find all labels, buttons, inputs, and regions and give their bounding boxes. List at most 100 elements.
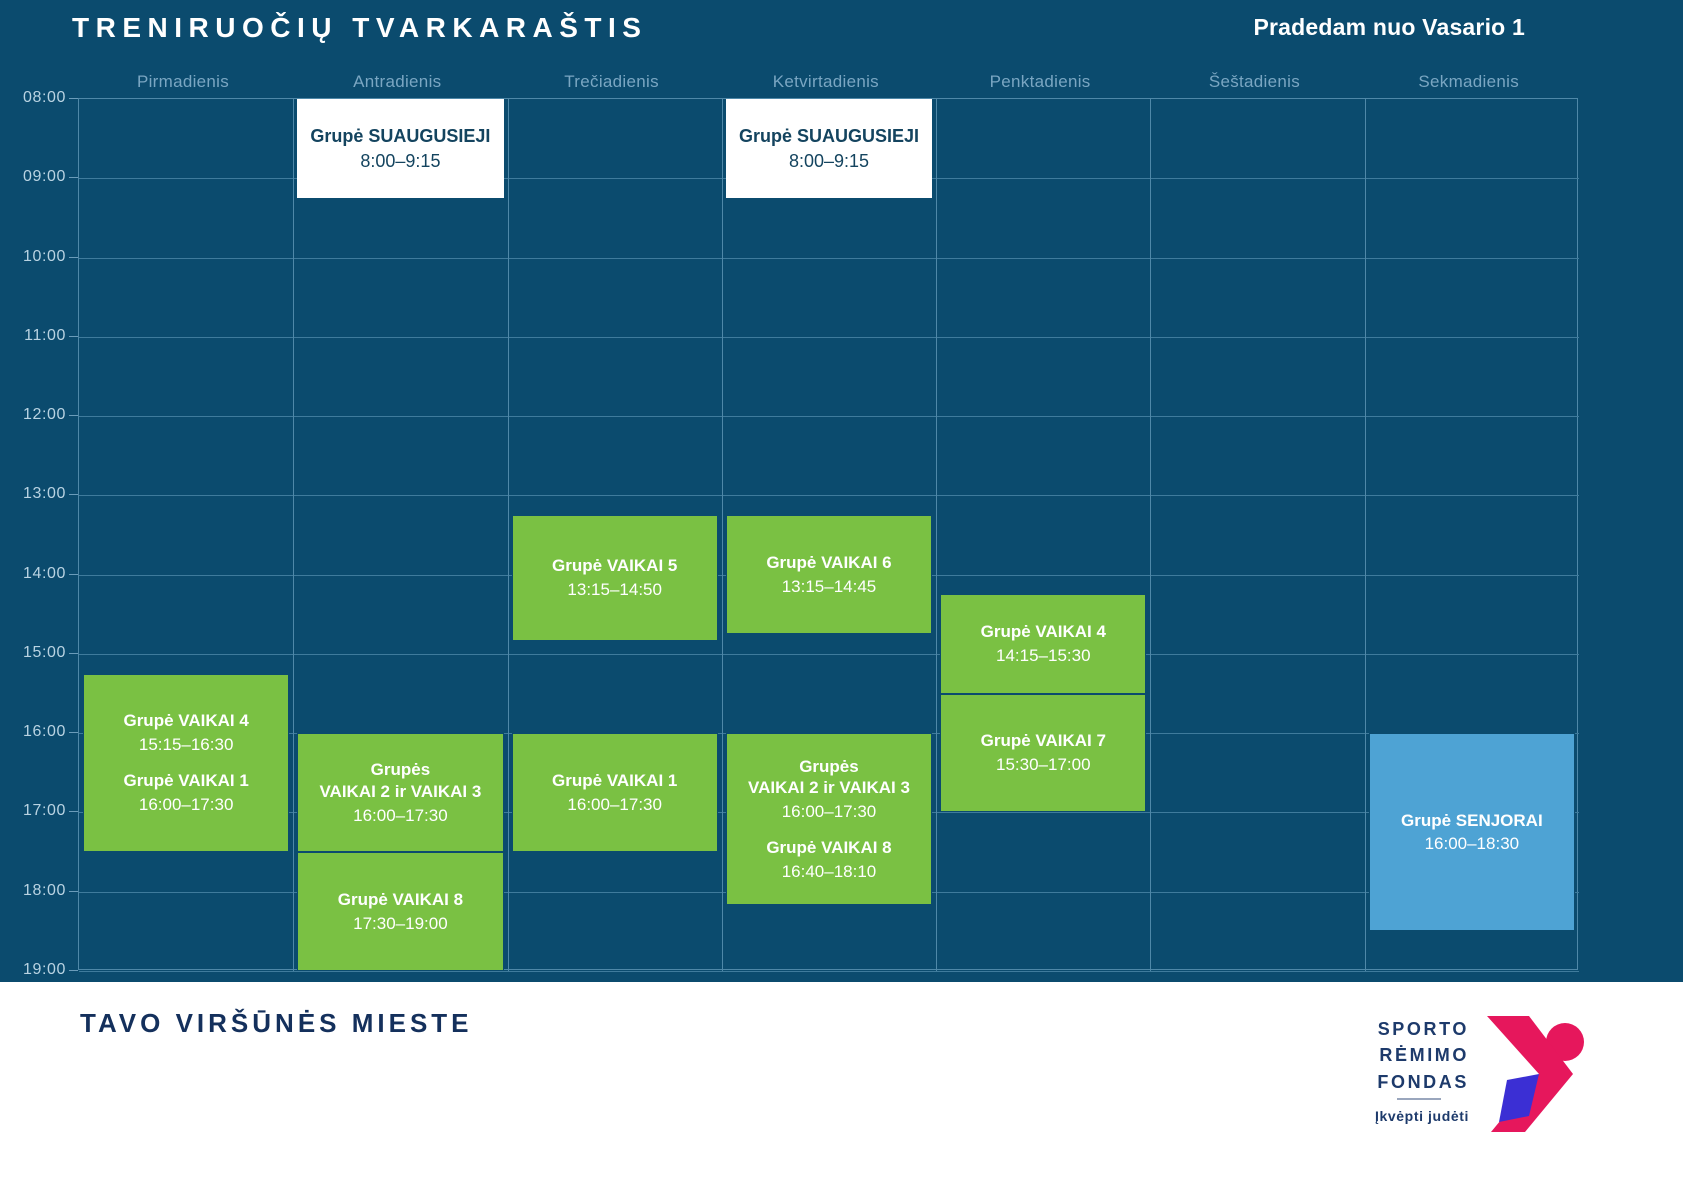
time-tick xyxy=(69,415,78,417)
event-title: Grupė SUAUGUSIEJI xyxy=(310,125,491,146)
event-time: 16:40–18:10 xyxy=(781,861,877,881)
event-block[interactable]: Grupė VAIKAI 1 16:00–17:30 xyxy=(511,733,718,853)
grid-day-line xyxy=(936,99,938,971)
event-entry: Grupė SUAUGUSIEJI 8:00–9:15 xyxy=(739,125,919,173)
event-title: Grupė VAIKAI 4 xyxy=(123,711,249,731)
footer-slogan: TAVO VIRŠŪNĖS MIESTE xyxy=(80,1008,473,1038)
time-tick xyxy=(69,98,78,99)
event-title: Grupė VAIKAI 8 xyxy=(766,837,892,857)
event-title: Grupė SUAUGUSIEJI xyxy=(738,125,919,146)
event-title: Grupė VAIKAI 1 xyxy=(552,770,678,790)
time-label-1000: 10:00 xyxy=(22,247,66,265)
grid-hour-line xyxy=(79,416,1579,418)
day-header-4: Ketvirtadienis xyxy=(772,72,879,91)
event-block[interactable]: Grupės VAIKAI 2 ir VAIKAI 3 16:00–17:30 xyxy=(297,733,504,853)
sporto-remimo-fondas-logo: SPORTO RĖMIMO FONDAS Įkvėpti judėti xyxy=(1319,1012,1587,1140)
time-label-1100: 11:00 xyxy=(24,326,66,344)
event-entry: Grupė VAIKAI 4 15:15–16:30 xyxy=(123,710,248,756)
time-label-1400: 14:00 xyxy=(22,564,66,582)
time-tick xyxy=(69,970,78,971)
event-title: Grupė VAIKAI 4 xyxy=(980,622,1106,642)
time-label-0800: 08:00 xyxy=(22,89,66,106)
time-tick xyxy=(69,256,78,258)
event-time: 16:00–17:30 xyxy=(138,794,234,814)
grid-hour-line xyxy=(79,257,1579,259)
grid-day-line xyxy=(293,99,295,971)
time-tick xyxy=(69,177,78,179)
header: TRENIRUOČIŲ TVARKARAŠTIS Pradedam nuo Va… xyxy=(0,0,1683,62)
time-tick xyxy=(69,494,78,496)
event-title: Grupė VAIKAI 6 xyxy=(766,552,892,572)
event-title: Grupė VAIKAI 5 xyxy=(552,556,678,576)
event-entry: Grupė VAIKAI 8 16:40–18:10 xyxy=(766,837,891,883)
grid-hour-line xyxy=(79,495,1579,497)
time-label-1300: 13:00 xyxy=(22,485,66,503)
time-tick xyxy=(69,732,78,734)
time-tick xyxy=(69,811,78,813)
event-block[interactable]: Grupė SUAUGUSIEJI 8:00–9:15 xyxy=(297,99,504,199)
grid-day-line xyxy=(1150,99,1152,971)
time-tick xyxy=(69,652,78,654)
grid-hour-line xyxy=(79,971,1579,972)
time-label-1900: 19:00 xyxy=(22,961,66,978)
time-tick xyxy=(69,335,78,337)
event-time: 14:15–15:30 xyxy=(996,645,1091,665)
event-title: Grupė VAIKAI 8 xyxy=(337,889,464,909)
footer: TAVO VIRŠŪNĖS MIESTE SPORTO RĖMIMO FONDA… xyxy=(0,982,1683,1190)
page-title: TRENIRUOČIŲ TVARKARAŠTIS xyxy=(72,12,648,43)
event-time: 13:15–14:45 xyxy=(781,576,877,596)
event-entry: Grupė VAIKAI 5 13:15–14:50 xyxy=(552,555,677,601)
logo-figure-icon xyxy=(1477,1012,1587,1134)
event-title: Grupė SENJORAI xyxy=(1400,810,1543,830)
event-entry: Grupė VAIKAI 6 13:15–14:45 xyxy=(766,552,891,598)
time-label-1800: 18:00 xyxy=(22,881,66,899)
event-block[interactable]: Grupė SENJORAI 16:00–18:30 xyxy=(1368,733,1575,932)
logo-divider xyxy=(1397,1098,1441,1100)
event-block[interactable]: Grupė SUAUGUSIEJI 8:00–9:15 xyxy=(725,99,933,199)
grid-hour-line xyxy=(79,653,1579,655)
day-header-3: Trečiadienis xyxy=(564,72,659,91)
time-label-1600: 16:00 xyxy=(22,723,66,741)
logo-wordmark: SPORTO RĖMIMO FONDAS xyxy=(1377,1019,1469,1092)
event-entry: Grupė VAIKAI 1 16:00–17:30 xyxy=(123,770,248,816)
event-time: 8:00–9:15 xyxy=(360,150,441,171)
time-label-1700: 17:00 xyxy=(22,802,66,820)
grid-day-line xyxy=(721,99,723,971)
event-time: 16:00–18:30 xyxy=(1424,834,1520,854)
event-time: 16:00–17:30 xyxy=(781,802,877,822)
event-time: 16:00–17:30 xyxy=(567,794,662,814)
event-block[interactable]: Grupė VAIKAI 6 13:15–14:45 xyxy=(725,515,933,635)
grid-day-line xyxy=(1364,99,1366,971)
event-block[interactable]: Grupė VAIKAI 4 14:15–15:30 xyxy=(940,594,1147,694)
day-header-7: Sekmadienis xyxy=(1418,72,1520,91)
event-time: 15:15–16:30 xyxy=(138,735,234,755)
event-entry: Grupė VAIKAI 1 16:00–17:30 xyxy=(552,770,677,816)
time-label-1200: 12:00 xyxy=(22,406,66,424)
event-block[interactable]: Grupė VAIKAI 5 13:15–14:50 xyxy=(511,515,718,641)
start-date-note: Pradedam nuo Vasario 1 xyxy=(1253,14,1525,40)
event-time: 13:15–14:50 xyxy=(567,579,662,599)
event-title: Grupės VAIKAI 2 ir VAIKAI 3 xyxy=(748,756,910,798)
grid-day-line xyxy=(507,99,509,971)
logo-tagline: Įkvėpti judėti xyxy=(1375,1108,1469,1124)
event-title: Grupės VAIKAI 2 ir VAIKAI 3 xyxy=(319,760,482,801)
day-header-2: Antradienis xyxy=(353,72,442,91)
event-title: Grupė VAIKAI 1 xyxy=(123,770,249,790)
event-time: 16:00–17:30 xyxy=(353,805,448,825)
grid-hour-line xyxy=(79,336,1579,338)
event-time: 8:00–9:15 xyxy=(788,150,870,171)
event-entry: Grupė VAIKAI 4 14:15–15:30 xyxy=(981,621,1106,667)
day-header-6: Šeštadienis xyxy=(1208,72,1301,91)
event-title: Grupė VAIKAI 7 xyxy=(980,731,1106,751)
event-entry: Grupė SENJORAI 16:00–18:30 xyxy=(1401,810,1543,856)
